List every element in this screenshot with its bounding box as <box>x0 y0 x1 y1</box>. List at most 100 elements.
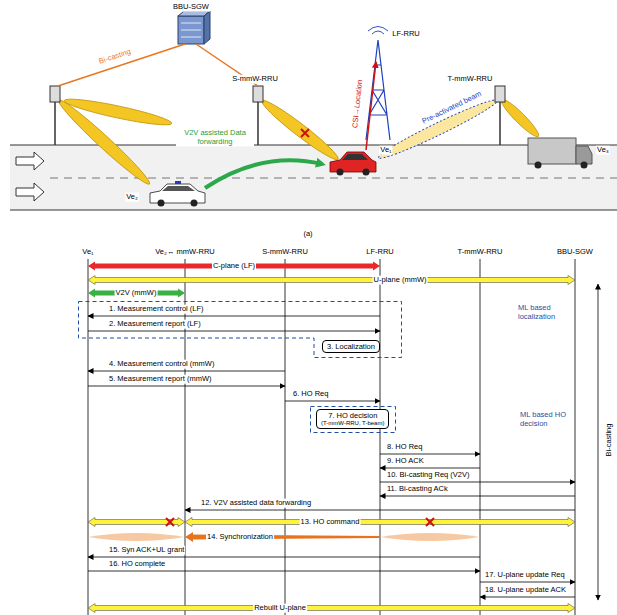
sync-spindle <box>380 533 480 541</box>
diagram-label: (a) <box>302 230 313 239</box>
region-heading: ML based localization <box>518 303 584 321</box>
message-arrow <box>480 582 575 583</box>
mmw-beam <box>258 96 341 164</box>
message-arrow <box>88 571 480 572</box>
diagram-label: Ve₃ <box>596 146 610 155</box>
diagram-label: 5. Measurement report (mmW) <box>108 375 213 384</box>
lifeline <box>380 259 381 615</box>
rru-antenna <box>50 86 60 102</box>
ho-command-band <box>185 518 575 527</box>
message-arrow <box>88 386 285 387</box>
box-title: 7. HO decision <box>321 411 384 420</box>
road <box>10 145 617 210</box>
antenna-pole <box>499 100 501 145</box>
radio-waves <box>368 27 388 35</box>
bi-casting-link <box>58 44 185 86</box>
message-arrow <box>380 482 575 483</box>
ml-region: ML based HO decision7. HO decision(T-mmW… <box>310 406 396 433</box>
wheel <box>535 162 542 169</box>
message-arrow <box>380 496 575 497</box>
diagram-label: T-mmW-RRU <box>447 75 494 84</box>
police-light <box>175 181 181 184</box>
csi-arrow <box>366 62 376 150</box>
diagram-label: 2. Measurement report (LF) <box>108 320 202 329</box>
rru-antenna <box>253 86 263 102</box>
diagram-label: LF-RRU <box>365 248 395 257</box>
message-arrow <box>285 401 380 402</box>
direction-arrow <box>16 152 44 170</box>
diagram-label: BBU-SGW <box>556 248 594 257</box>
diagram-label: 15. Syn ACK+UL grant <box>108 546 185 555</box>
diagram-label: 12. V2V assisted data forwarding <box>200 499 312 508</box>
v2v-forwarding-arrow <box>205 160 322 188</box>
diagram-label: S-mmW-RRU <box>231 75 279 84</box>
lifelines <box>88 259 575 615</box>
direction-arrow <box>16 183 44 201</box>
box-title: 3. Localization <box>327 342 375 351</box>
message-arrow <box>380 468 480 469</box>
failure-mark <box>166 518 434 526</box>
road-edge <box>10 210 617 211</box>
diagram-label: V2V assisted Data forwarding <box>176 129 254 146</box>
dashed-outline <box>79 302 402 358</box>
car-ve2 <box>150 184 205 203</box>
message-arrow <box>380 454 480 455</box>
truck-ve3 <box>528 138 576 164</box>
sync-arrow <box>185 532 380 542</box>
diagram-label: 16. HO complete <box>108 560 166 569</box>
diagram-label: Ve₁ <box>81 248 94 257</box>
lifeline <box>480 259 481 615</box>
diagram-label: 9. HO ACK <box>386 457 425 466</box>
dashed-outline <box>311 407 396 433</box>
message-arrow <box>88 316 380 317</box>
mmw-beam <box>63 95 173 130</box>
lifeline <box>88 259 89 615</box>
diagram-label: V2V (mmW) <box>115 289 158 298</box>
message-arrow <box>88 557 480 558</box>
diagram-label: 11. Bi-casting ACk <box>386 485 449 494</box>
diagram-label: 1. Measurement control (LF) <box>108 305 205 314</box>
diagram-label: Rebuilt U-plane <box>253 604 307 613</box>
wheel <box>158 200 165 207</box>
rru-antenna <box>495 86 505 102</box>
diagram-label: 18. U-plane update ACK <box>484 586 567 595</box>
lifeline <box>285 259 286 615</box>
box-detail: (T-mmW-RRU, T-beam) <box>321 420 384 427</box>
wheel <box>191 200 198 207</box>
diagram-label: LF-RRU <box>391 30 421 39</box>
diagram-label: BBU-SGW <box>172 3 210 12</box>
diagram-label: 10. Bi-casting Req (V2V) <box>386 471 471 480</box>
message-arrow <box>88 371 285 372</box>
antenna-pole <box>54 100 56 145</box>
messages <box>88 284 598 600</box>
message-arrow <box>185 510 575 511</box>
diagram-label: Bi-casting <box>605 423 614 458</box>
antenna-pole <box>257 100 259 145</box>
diagram-label: 8. HO Req <box>386 443 423 452</box>
mmw-beam <box>498 96 542 140</box>
server-icon <box>204 11 210 44</box>
pre-activated-beam <box>376 95 500 163</box>
lifeline <box>575 259 576 615</box>
process-box: 7. HO decision(T-mmW-RRU, T-beam) <box>316 409 389 429</box>
v2v-band <box>88 289 185 298</box>
diagram-label: 6. HO Req <box>292 390 329 399</box>
diagram-label: S-mmW-RRU <box>261 248 309 257</box>
wheel <box>337 169 344 176</box>
ml-region: ML based localization3. Localization <box>78 301 402 358</box>
car-ve1 <box>330 152 376 172</box>
diagram-label: Ve₁ <box>379 146 392 155</box>
diagram-label: U-plane (mmW) <box>373 276 428 285</box>
rebuilt-u-plane-band <box>88 604 575 613</box>
diagram-label: 13. HO command <box>300 518 361 527</box>
diagram-label: Ve₂↔ mmW-RRU <box>154 248 215 257</box>
lf-tower <box>366 40 390 140</box>
message-arrow <box>88 331 380 332</box>
wheel <box>581 162 588 169</box>
wheel <box>363 169 370 176</box>
server-icon <box>178 16 204 44</box>
sync-spindle <box>88 533 185 541</box>
car-window <box>342 154 368 160</box>
car-window <box>162 186 195 191</box>
